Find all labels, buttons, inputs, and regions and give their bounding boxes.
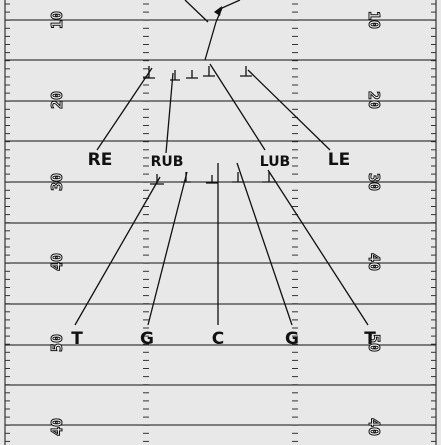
yard-number-left: 30 xyxy=(48,173,66,191)
yard-number-left: 50 xyxy=(48,334,66,352)
block-marker-icon xyxy=(232,172,244,183)
yard-number-right: 10 xyxy=(365,11,383,29)
player-label-re: RE xyxy=(88,150,113,170)
player-label-g-left: G xyxy=(140,329,154,349)
block-marker-icon xyxy=(206,175,218,184)
player-label-t-right: T xyxy=(364,329,376,349)
yard-lines xyxy=(5,19,436,426)
block-marker-icon xyxy=(170,70,180,81)
player-label-c: C xyxy=(212,329,224,349)
yard-number-right: 30 xyxy=(365,173,383,191)
arrow-route xyxy=(215,0,241,23)
block-marker-icon xyxy=(262,172,276,183)
route-t-left xyxy=(74,176,161,326)
yard-numbers-right: 10 20 30 40 50 40 xyxy=(365,10,384,436)
player-label-le: LE xyxy=(328,150,350,170)
offense-labels: T G C G T xyxy=(71,329,376,349)
player-label-rub: RUB xyxy=(151,154,184,170)
yard-numbers-left: 10 20 30 40 50 40 xyxy=(48,10,67,436)
yard-number-right: 40 xyxy=(365,253,383,271)
route-le xyxy=(247,69,331,151)
yard-number-right: 50 xyxy=(365,334,383,352)
hash-marks xyxy=(5,3,436,442)
player-label-t-left: T xyxy=(71,329,83,349)
route-lub xyxy=(209,63,266,151)
route-line xyxy=(204,21,217,61)
block-marker-icon xyxy=(240,66,252,77)
route-line xyxy=(184,0,209,23)
yard-number-left: 10 xyxy=(48,11,66,29)
offense-routes xyxy=(74,162,369,326)
route-re xyxy=(96,67,153,151)
arrow-head-icon xyxy=(214,6,222,16)
top-arrows xyxy=(184,0,241,61)
route-rub xyxy=(165,72,174,154)
route-g-left xyxy=(147,171,188,326)
yard-number-left: 40 xyxy=(48,418,66,436)
player-label-lub: LUB xyxy=(260,154,290,170)
route-t-right xyxy=(267,169,369,326)
block-marker-icon xyxy=(186,70,198,79)
defense-labels: RE RUB LUB LE xyxy=(88,150,351,170)
yard-number-right: 20 xyxy=(365,91,383,109)
route-g-right xyxy=(236,162,293,326)
yard-number-left: 20 xyxy=(48,91,66,109)
yard-number-right: 40 xyxy=(365,418,383,436)
player-label-g-right: G xyxy=(285,329,299,349)
defense-routes xyxy=(96,63,331,154)
block-marker-icon xyxy=(203,66,215,77)
yard-number-left: 40 xyxy=(48,253,66,271)
